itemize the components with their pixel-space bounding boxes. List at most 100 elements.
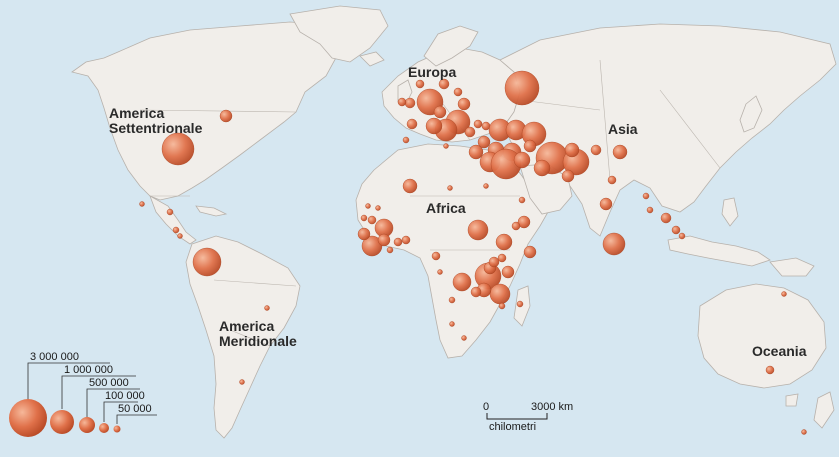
label-africa: Africa (426, 200, 466, 216)
population-bubble (386, 246, 394, 254)
population-bubble (377, 233, 391, 247)
population-bubble (139, 201, 145, 207)
population-bubble (518, 196, 526, 204)
population-bubble (365, 203, 371, 209)
population-bubble (473, 119, 483, 129)
population-bubble (607, 175, 617, 185)
legend-leader-2 (86, 388, 140, 417)
population-bubble (172, 226, 180, 234)
legend-bubble-100000 (99, 423, 109, 433)
legend-bubble-500000 (79, 417, 95, 433)
population-bubble (642, 192, 650, 200)
population-bubble (564, 142, 580, 158)
population-bubble (781, 291, 787, 297)
population-bubble (443, 143, 449, 149)
population-bubble (501, 265, 515, 279)
population-bubble (404, 97, 416, 109)
population-bubble (402, 136, 410, 144)
population-bubble (415, 79, 425, 89)
population-bubble (646, 206, 654, 214)
population-bubble (599, 197, 613, 211)
label-south-america-line1: America (219, 318, 274, 334)
population-bubble (367, 215, 377, 225)
population-bubble (477, 135, 491, 149)
population-bubble (504, 70, 540, 106)
legend-bubble-50000 (113, 425, 121, 433)
population-bubble (517, 215, 531, 229)
legend-leader-1 (61, 375, 136, 409)
population-bubble (166, 208, 174, 216)
population-bubble (461, 335, 467, 341)
legend-bubble-1000000 (50, 410, 74, 434)
legend-leader-4 (116, 414, 157, 424)
legend-label-500000: 500 000 (89, 377, 129, 389)
land-australia (697, 283, 827, 389)
legend-leader-0 (27, 362, 110, 402)
land-indonesia (667, 235, 771, 267)
land-philippines (721, 197, 739, 227)
population-bubble (452, 272, 472, 292)
label-south-america-line2: Meridionale (219, 333, 297, 349)
border-layer (139, 59, 721, 347)
population-bubble (375, 205, 381, 211)
population-bubble (357, 227, 371, 241)
population-bubble (464, 126, 476, 138)
land-scandinavia (423, 25, 479, 67)
population-bubble (671, 225, 681, 235)
land-iceland (359, 51, 385, 67)
scale-line (486, 413, 548, 420)
population-bubble (511, 221, 521, 231)
label-oceania: Oceania (752, 343, 807, 359)
population-bubble (393, 237, 403, 247)
label-north-america-line1: America (109, 105, 164, 121)
population-bubble (590, 144, 602, 156)
population-bubble (660, 212, 672, 224)
legend-label-1000000: 1 000 000 (64, 364, 113, 376)
scale-end-label: 3000 km (531, 401, 573, 413)
population-bubble (765, 365, 775, 375)
scale-start-label: 0 (483, 401, 489, 413)
population-bubble (406, 118, 418, 130)
population-bubble (602, 232, 626, 256)
population-bubble (425, 117, 443, 135)
population-bubble (513, 151, 531, 169)
population-bubble (488, 256, 500, 268)
population-bubble (495, 233, 513, 251)
population-bubble (498, 302, 506, 310)
population-bubble (447, 185, 453, 191)
population-bubble (533, 159, 551, 177)
population-bubble (402, 178, 418, 194)
population-bubble (453, 87, 463, 97)
land-new-guinea (769, 257, 815, 277)
label-north-america-line2: Settentrionale (109, 120, 203, 136)
land-tasmania (785, 393, 799, 407)
population-bubble (264, 305, 270, 311)
population-bubble (523, 139, 537, 153)
population-bubble (470, 286, 482, 298)
land-new-zealand (813, 391, 835, 429)
legend-leader-3 (103, 401, 138, 422)
label-asia: Asia (608, 121, 638, 137)
population-bubble (239, 379, 245, 385)
population-bubble (433, 105, 447, 119)
population-bubble (177, 233, 183, 239)
population-bubble (448, 296, 456, 304)
population-bubble (431, 251, 441, 261)
bubble-layer (139, 70, 807, 435)
population-bubble (401, 235, 411, 245)
population-bubble (523, 245, 537, 259)
legend-label-100000: 100 000 (105, 390, 145, 402)
population-bubble (561, 169, 575, 183)
legend: 3 000 000 1 000 000 500 000 100 000 50 0… (9, 351, 157, 437)
scale-bar: 0 3000 km chilometri (483, 401, 573, 433)
population-bubble (161, 132, 195, 166)
population-bubble (457, 97, 471, 111)
population-bubble (801, 429, 807, 435)
population-bubble (489, 283, 511, 305)
continent-labels: America Settentrionale America Meridiona… (109, 64, 807, 359)
land-greenland (289, 5, 389, 63)
population-bubble (481, 121, 491, 131)
population-bubble (678, 232, 686, 240)
population-bubble (516, 300, 524, 308)
